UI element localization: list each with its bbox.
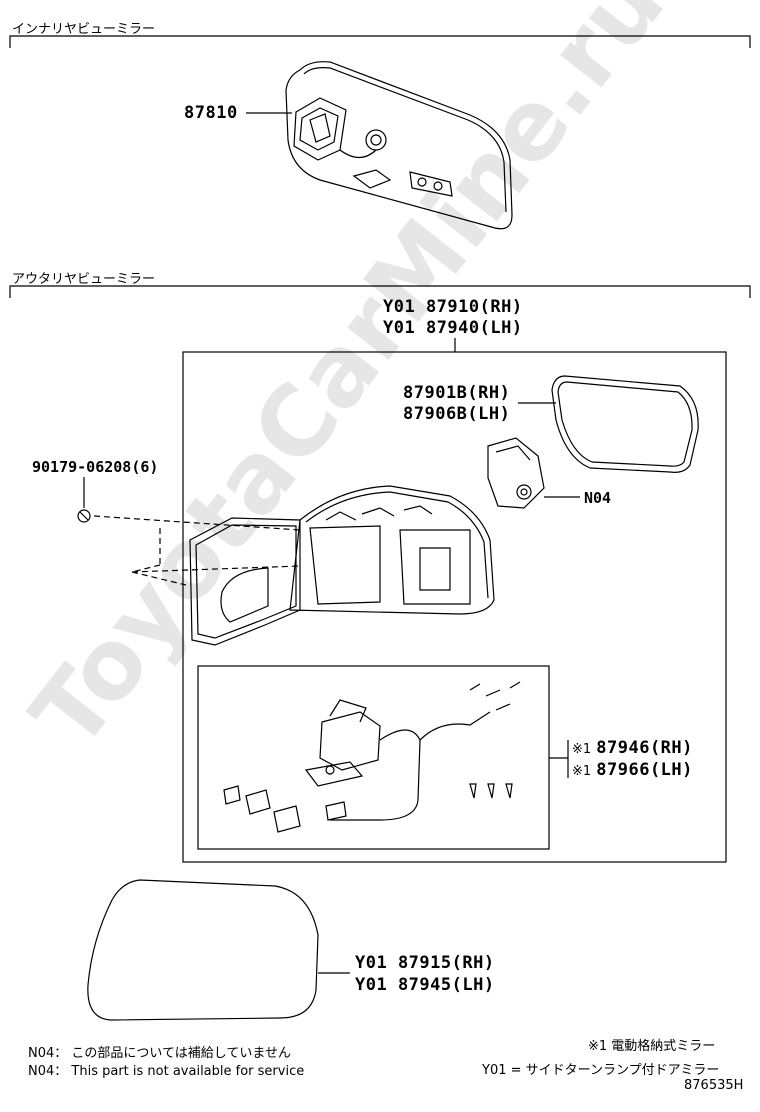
turn-lamp-drawing	[487, 437, 545, 509]
interior-mirror-drawing	[285, 61, 513, 230]
note-mark-1: ※1 電動格納式ミラー	[588, 1039, 716, 1054]
motor-bracket	[549, 740, 569, 778]
motor-box	[197, 665, 550, 850]
part-motor-rh[interactable]: 87946(RH)	[596, 738, 693, 758]
screw-drawing	[77, 509, 91, 523]
mirror-base-drawing	[189, 517, 301, 646]
part-screw[interactable]: 90179-06208(6)	[32, 458, 159, 476]
exterior-section-bracket	[9, 285, 751, 298]
mirror-cover-drawing	[551, 375, 699, 473]
note-y01: Y01 = サイドターンランプ付ドアミラー	[482, 1063, 720, 1078]
mirror-glass-drawing	[87, 879, 319, 1021]
part-assy-lh[interactable]: Y01 87940(LH)	[383, 318, 523, 338]
part-cover-lh[interactable]: 87906B(LH)	[403, 404, 511, 424]
part-glass-lh[interactable]: Y01 87945(LH)	[355, 975, 495, 995]
mark-1-rh: ※1	[572, 742, 592, 757]
motor-lh-row: ※1 87966(LH)	[572, 760, 693, 780]
part-87810[interactable]: 87810	[184, 103, 238, 123]
illustration-code: 876535H	[684, 1078, 744, 1093]
section-title-interior: インナリヤビューミラー	[12, 22, 156, 37]
mark-1-lh: ※1	[572, 764, 592, 779]
mirror-housing-drawing	[289, 485, 495, 615]
part-glass-rh[interactable]: Y01 87915(RH)	[355, 953, 495, 973]
note-n04-en: N04： This part is not available for serv…	[28, 1064, 305, 1079]
part-cover-rh[interactable]: 87901B(RH)	[403, 383, 511, 403]
note-n04-jp: N04： この部品については補給していません	[28, 1046, 291, 1061]
section-title-exterior: アウタリヤビューミラー	[12, 272, 156, 287]
interior-section-bracket	[9, 35, 751, 48]
part-assy-rh[interactable]: Y01 87910(RH)	[383, 297, 523, 317]
motor-drawing	[223, 681, 521, 833]
part-motor-lh[interactable]: 87966(LH)	[596, 760, 693, 780]
motor-rh-row: ※1 87946(RH)	[572, 738, 693, 758]
mounting-dashed-lines	[93, 515, 301, 586]
part-n04[interactable]: N04	[584, 489, 612, 507]
